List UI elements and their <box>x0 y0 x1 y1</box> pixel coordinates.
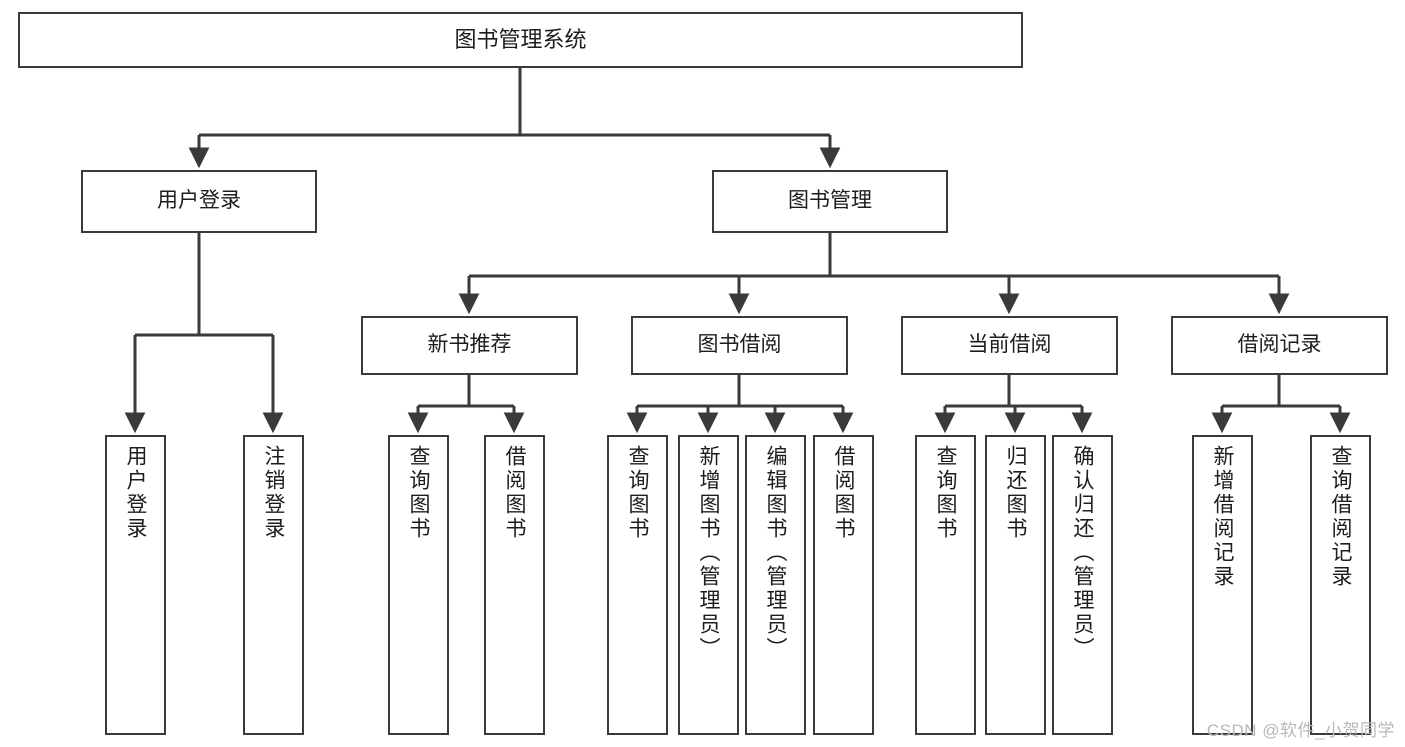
node-leaf-query-record-label: 查询借阅记录 <box>1329 445 1352 589</box>
node-leaf-user-login-label: 用户登录 <box>124 445 147 541</box>
node-book-borrow[interactable]: 图书借阅 <box>631 316 848 375</box>
node-leaf-borrow-book-2-label: 借阅图书 <box>832 445 855 541</box>
node-leaf-add-record[interactable]: 新增借阅记录 <box>1192 435 1253 735</box>
node-user-login-label: 用户登录 <box>157 189 241 213</box>
node-leaf-edit-book[interactable]: 编辑图书（管理员） <box>745 435 806 735</box>
node-root-label: 图书管理系统 <box>454 27 587 53</box>
node-leaf-confirm-return-label: 确认归还（管理员） <box>1071 445 1094 661</box>
node-book-borrow-label: 图书借阅 <box>697 333 782 357</box>
node-leaf-query-record[interactable]: 查询借阅记录 <box>1310 435 1371 735</box>
node-leaf-user-login[interactable]: 用户登录 <box>105 435 166 735</box>
node-leaf-query-book-2-label: 查询图书 <box>626 445 649 541</box>
csdn-watermark: CSDN @软件_小贺同学 <box>1206 721 1395 740</box>
node-new-book-recommend[interactable]: 新书推荐 <box>361 316 578 375</box>
node-leaf-query-book-3[interactable]: 查询图书 <box>915 435 976 735</box>
node-leaf-logout[interactable]: 注销登录 <box>243 435 304 735</box>
node-leaf-query-book-1-label: 查询图书 <box>407 445 430 541</box>
node-new-book-recommend-label: 新书推荐 <box>427 333 512 357</box>
node-leaf-logout-label: 注销登录 <box>262 445 285 541</box>
node-current-borrow[interactable]: 当前借阅 <box>901 316 1118 375</box>
node-leaf-query-book-1[interactable]: 查询图书 <box>388 435 449 735</box>
node-leaf-return-book[interactable]: 归还图书 <box>985 435 1046 735</box>
node-user-login[interactable]: 用户登录 <box>81 170 317 233</box>
node-leaf-add-book-label: 新增图书（管理员） <box>697 445 720 661</box>
node-current-borrow-label: 当前借阅 <box>967 333 1052 357</box>
node-book-manage[interactable]: 图书管理 <box>712 170 948 233</box>
node-root[interactable]: 图书管理系统 <box>18 12 1023 68</box>
node-leaf-confirm-return[interactable]: 确认归还（管理员） <box>1052 435 1113 735</box>
node-borrow-record[interactable]: 借阅记录 <box>1171 316 1388 375</box>
node-leaf-borrow-book-2[interactable]: 借阅图书 <box>813 435 874 735</box>
node-leaf-query-book-3-label: 查询图书 <box>934 445 957 541</box>
node-leaf-query-book-2[interactable]: 查询图书 <box>607 435 668 735</box>
node-leaf-return-book-label: 归还图书 <box>1004 445 1027 541</box>
node-leaf-add-book[interactable]: 新增图书（管理员） <box>678 435 739 735</box>
node-leaf-add-record-label: 新增借阅记录 <box>1211 445 1234 589</box>
node-leaf-edit-book-label: 编辑图书（管理员） <box>764 445 787 661</box>
node-book-manage-label: 图书管理 <box>788 189 872 213</box>
node-borrow-record-label: 借阅记录 <box>1237 333 1322 357</box>
node-leaf-borrow-book-1-label: 借阅图书 <box>503 445 526 541</box>
node-leaf-borrow-book-1[interactable]: 借阅图书 <box>484 435 545 735</box>
